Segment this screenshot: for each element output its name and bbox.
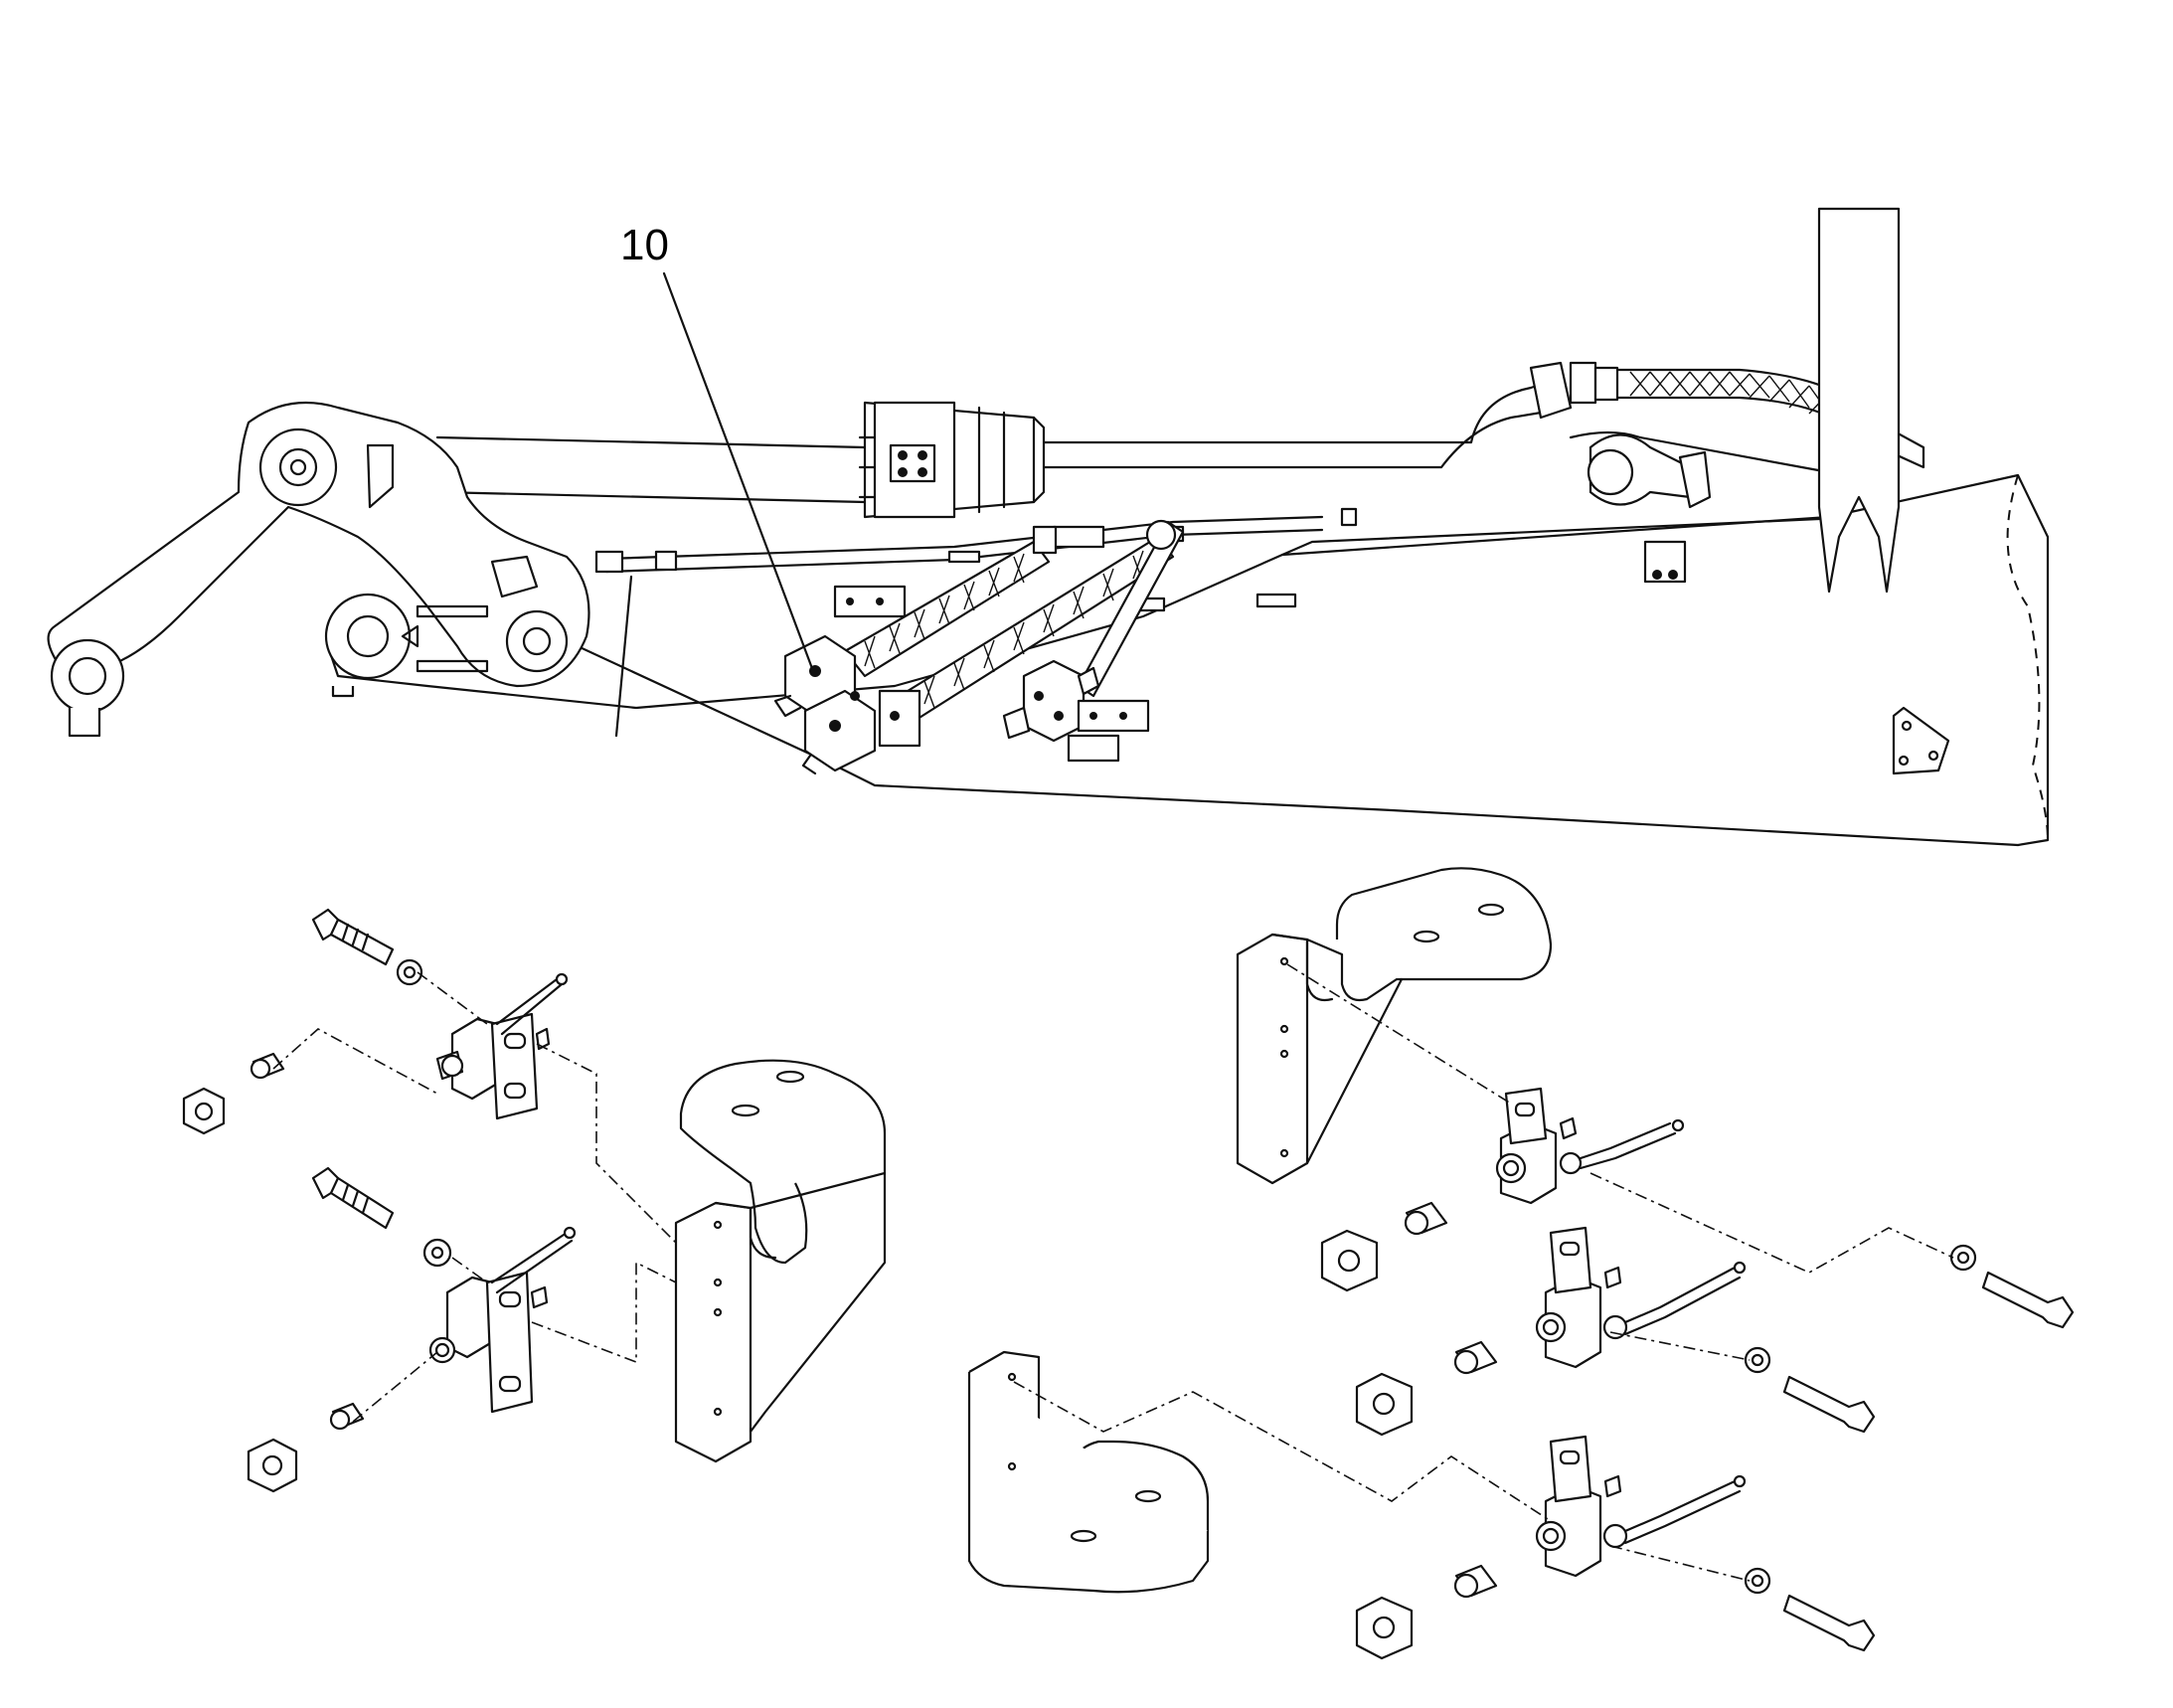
- nut-right-3: [1357, 1598, 1412, 1658]
- bolt-right-2: [1784, 1377, 1874, 1432]
- fitting-right-3: [1455, 1566, 1496, 1597]
- bolt-right-3: [1784, 1596, 1874, 1650]
- fitting-left-2: [331, 1404, 363, 1429]
- fitting-right-1: [1406, 1203, 1446, 1234]
- valve-left-upper: [437, 974, 567, 1118]
- bolt-left-1: [313, 910, 393, 964]
- valve-right-1: [1497, 1089, 1683, 1203]
- valve-right-2: [1537, 1228, 1745, 1367]
- exploded-right-group: [969, 868, 2073, 1658]
- nut-left-2: [249, 1440, 296, 1491]
- valve-group-boom-b: [1004, 661, 1148, 761]
- nut-left-1: [184, 1089, 224, 1133]
- callout-leader-line: [664, 273, 813, 671]
- valve-right-3: [1537, 1437, 1745, 1576]
- valve-left-lower: [430, 1228, 575, 1412]
- exploded-left-group: [184, 910, 885, 1491]
- bracket-left: [676, 1203, 751, 1461]
- nut-right-2: [1357, 1374, 1412, 1435]
- boom-assembly: [49, 209, 2048, 845]
- fitting-right-2: [1455, 1342, 1496, 1373]
- bolt-right-1: [1983, 1273, 2073, 1327]
- vertical-post: [1819, 209, 1899, 592]
- nut-right-1: [1322, 1231, 1377, 1290]
- boom-outline: [328, 475, 2048, 845]
- braided-hose-top: [1615, 370, 1923, 467]
- boom-dashed-end: [2008, 475, 2048, 840]
- bolt-left-2: [313, 1168, 393, 1228]
- fitting-left-1: [251, 1054, 283, 1078]
- hydraulic-cylinder: [860, 403, 1044, 517]
- boom-top-edge: [437, 378, 1829, 502]
- valve-group-boom-a: [775, 587, 919, 773]
- callout-label-10: 10: [620, 221, 669, 269]
- bracket-right-upper: [1238, 935, 1307, 1183]
